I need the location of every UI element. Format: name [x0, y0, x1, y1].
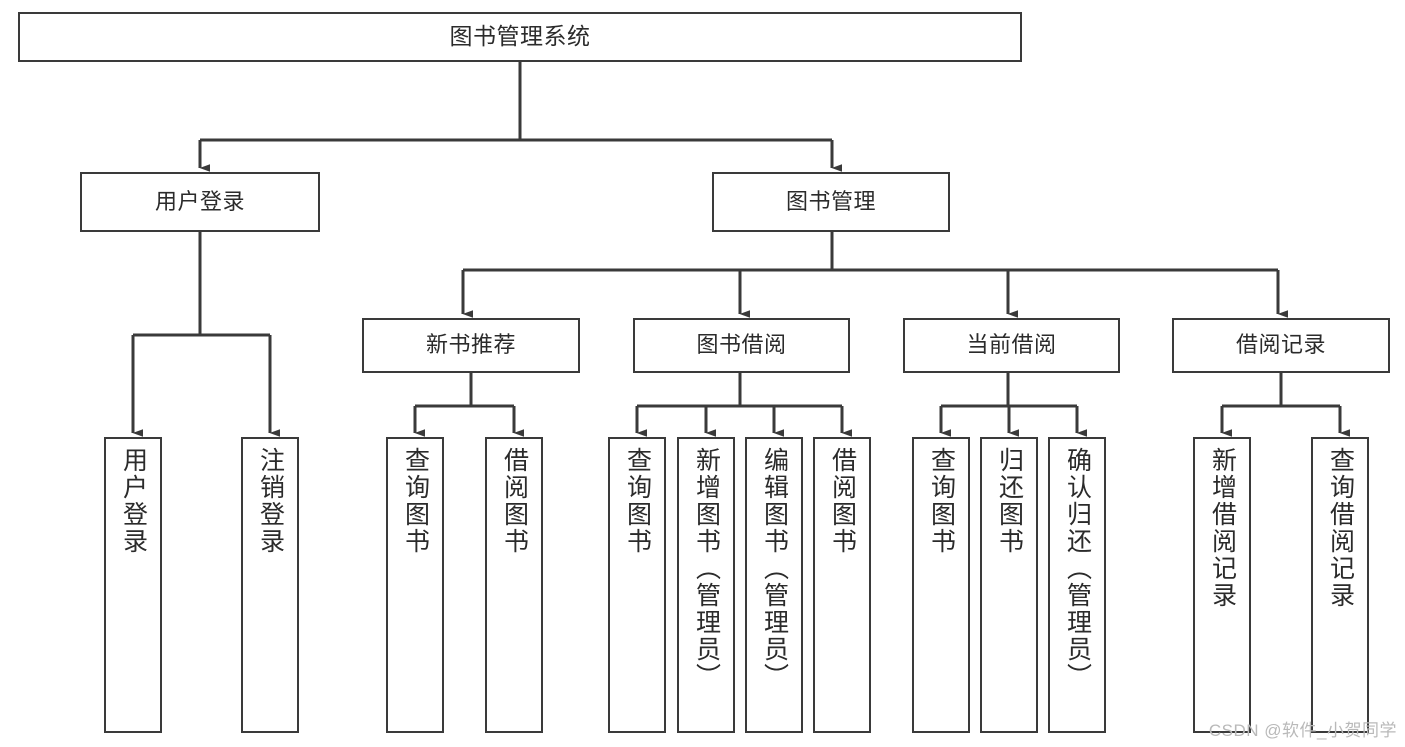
node-leaf-user-login-label: 用户登录 [119, 447, 148, 555]
node-leaf-borrow-book-1-label: 借阅图书 [500, 447, 529, 555]
node-leaf-confirm-return-label: 确认归还（管理员） [1063, 447, 1092, 690]
node-leaf-logout-label: 注销登录 [256, 447, 285, 555]
node-current-borrow-label: 当前借阅 [966, 332, 1057, 358]
node-leaf-add-record[interactable]: 新增借阅记录 [1193, 437, 1251, 733]
node-leaf-add-record-label: 新增借阅记录 [1208, 447, 1237, 609]
node-new-book-recommend-label: 新书推荐 [425, 332, 516, 358]
node-leaf-borrow-book-1[interactable]: 借阅图书 [485, 437, 543, 733]
node-leaf-query-book-1[interactable]: 查询图书 [386, 437, 444, 733]
node-leaf-query-book-2-label: 查询图书 [623, 447, 652, 555]
node-book-borrow[interactable]: 图书借阅 [633, 318, 850, 373]
node-leaf-user-login[interactable]: 用户登录 [104, 437, 162, 733]
node-leaf-return-book-label: 归还图书 [995, 447, 1024, 555]
watermark: CSDN @软件_小贺同学 [1208, 721, 1397, 740]
node-leaf-query-record-label: 查询借阅记录 [1326, 447, 1355, 609]
node-current-borrow[interactable]: 当前借阅 [903, 318, 1120, 373]
node-root[interactable]: 图书管理系统 [18, 12, 1022, 62]
node-leaf-query-book-2[interactable]: 查询图书 [608, 437, 666, 733]
node-borrow-record-label: 借阅记录 [1235, 332, 1326, 358]
node-leaf-query-book-1-label: 查询图书 [401, 447, 430, 555]
node-leaf-query-record[interactable]: 查询借阅记录 [1311, 437, 1369, 733]
node-leaf-edit-book-label: 编辑图书（管理员） [760, 447, 789, 690]
node-leaf-borrow-book-2[interactable]: 借阅图书 [813, 437, 871, 733]
node-leaf-add-book[interactable]: 新增图书（管理员） [677, 437, 735, 733]
node-leaf-add-book-label: 新增图书（管理员） [692, 447, 721, 690]
node-leaf-borrow-book-2-label: 借阅图书 [828, 447, 857, 555]
node-leaf-confirm-return[interactable]: 确认归还（管理员） [1048, 437, 1106, 733]
node-user-login[interactable]: 用户登录 [80, 172, 320, 232]
node-book-borrow-label: 图书借阅 [696, 332, 787, 358]
node-new-book-recommend[interactable]: 新书推荐 [362, 318, 580, 373]
node-leaf-query-book-3-label: 查询图书 [927, 447, 956, 555]
node-leaf-query-book-3[interactable]: 查询图书 [912, 437, 970, 733]
node-user-login-label: 用户登录 [154, 188, 245, 214]
node-book-management-label: 图书管理 [785, 188, 876, 214]
node-borrow-record[interactable]: 借阅记录 [1172, 318, 1390, 373]
node-leaf-return-book[interactable]: 归还图书 [980, 437, 1038, 733]
node-leaf-edit-book[interactable]: 编辑图书（管理员） [745, 437, 803, 733]
node-book-management[interactable]: 图书管理 [712, 172, 950, 232]
node-leaf-logout[interactable]: 注销登录 [241, 437, 299, 733]
node-root-label: 图书管理系统 [449, 23, 591, 50]
